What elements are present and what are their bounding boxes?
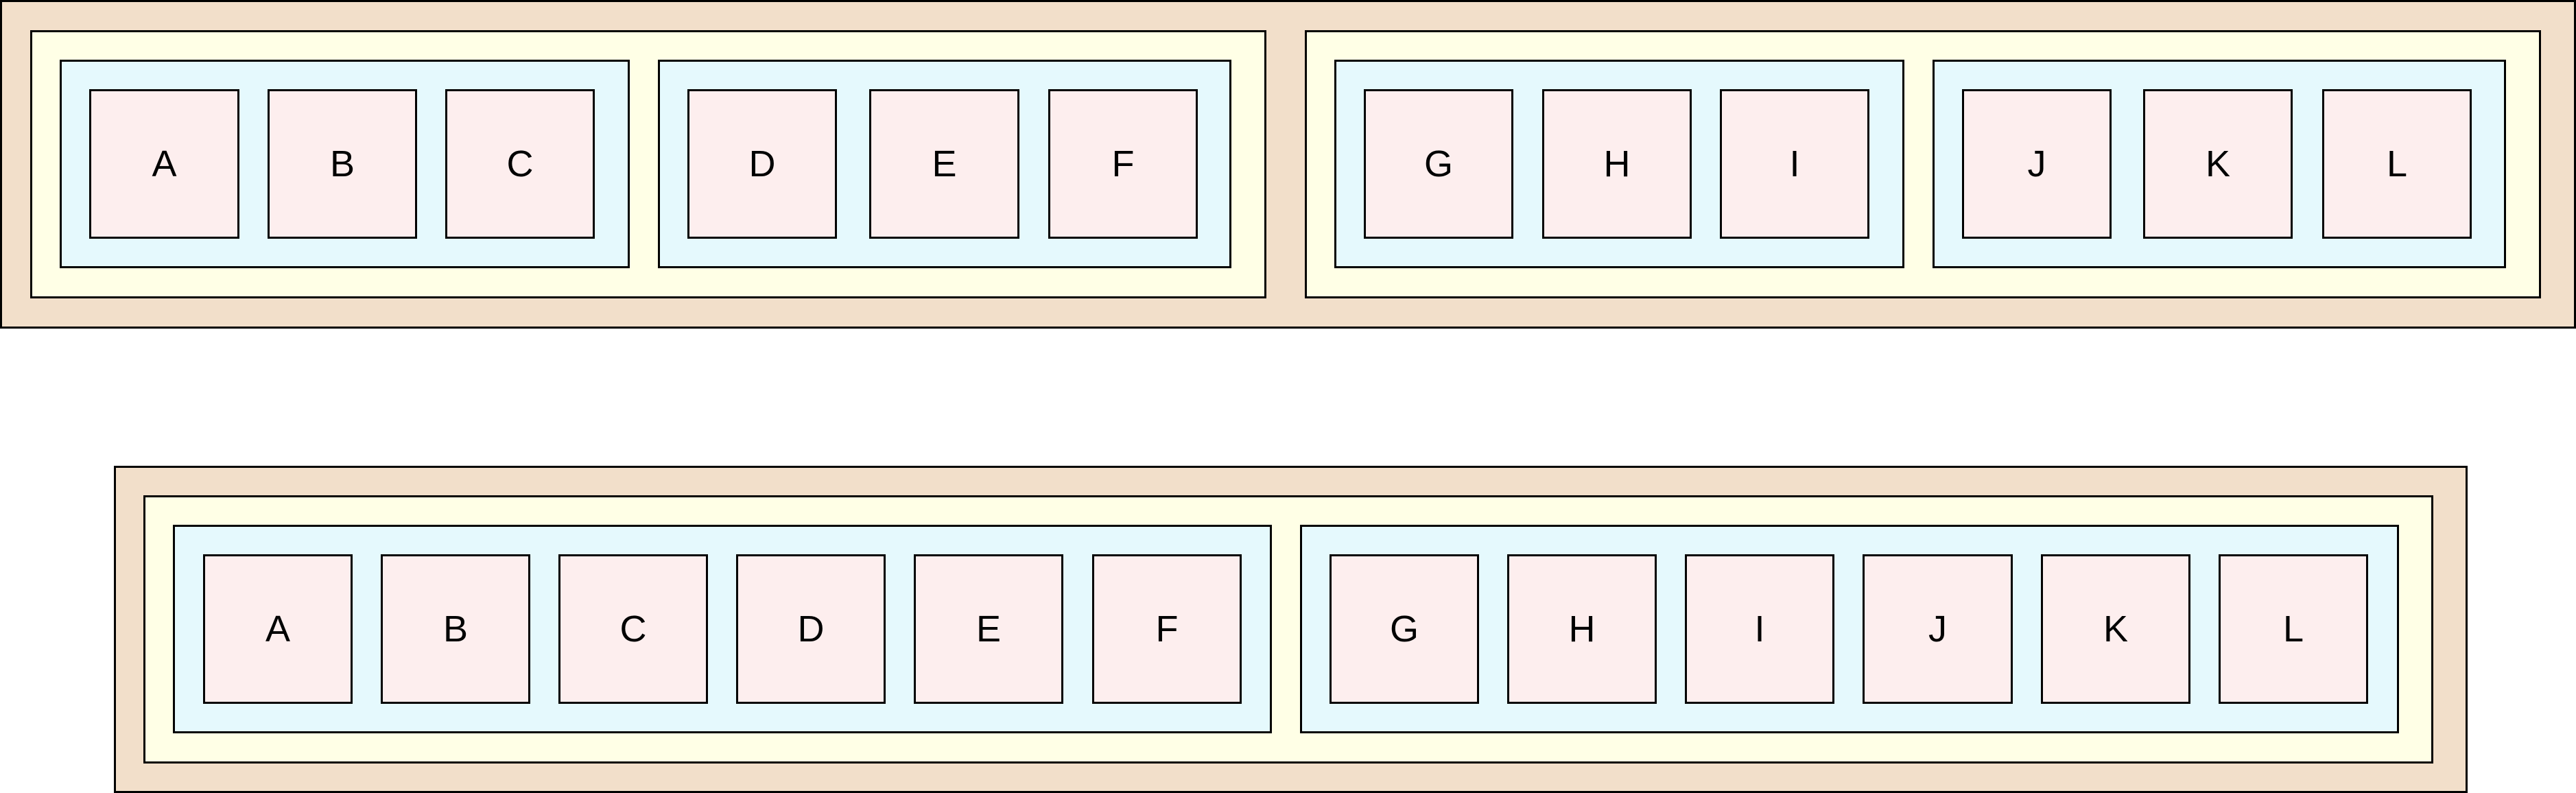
item-box: K [2143, 89, 2293, 239]
item-box: B [381, 554, 530, 704]
item-box: B [268, 89, 417, 239]
item-box: I [1685, 554, 1834, 704]
item-box: F [1092, 554, 1242, 704]
item-box: C [558, 554, 708, 704]
item-box: F [1048, 89, 1198, 239]
item-box: H [1542, 89, 1692, 239]
item-box: D [736, 554, 886, 704]
item-box: D [687, 89, 837, 239]
item-box: J [1962, 89, 2112, 239]
item-box: J [1863, 554, 2013, 704]
item-box: C [445, 89, 595, 239]
bottom-group-1-subgroup-2 [1300, 525, 2399, 733]
item-box: I [1720, 89, 1869, 239]
item-box: L [2322, 89, 2472, 239]
item-box: A [89, 89, 239, 239]
item-box: A [203, 554, 353, 704]
item-box: K [2041, 554, 2190, 704]
item-box: G [1330, 554, 1479, 704]
item-box: G [1364, 89, 1513, 239]
item-box: E [914, 554, 1063, 704]
item-box: E [869, 89, 1019, 239]
item-box: L [2219, 554, 2368, 704]
item-box: H [1507, 554, 1657, 704]
bottom-group-1-subgroup-1 [173, 525, 1272, 733]
